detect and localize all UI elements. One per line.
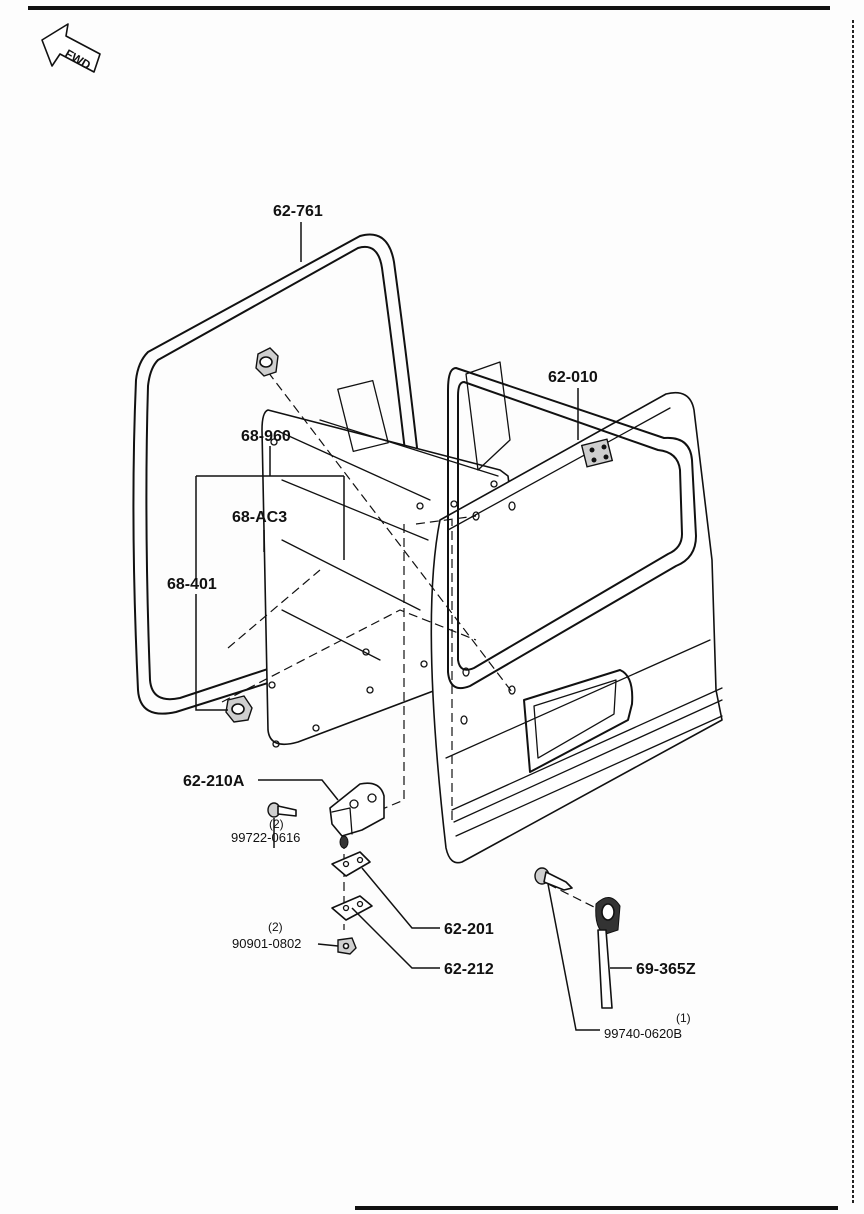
label-door-check: 69-365Z <box>636 961 696 978</box>
hinge-62-210a <box>329 782 385 849</box>
label-hinge: 62-210A <box>183 773 245 790</box>
door-panel-62-010 <box>430 361 723 864</box>
label-shim-upper: 62-201 <box>444 921 494 938</box>
trim-fastener-68-401 <box>225 695 253 723</box>
qty-hinge-nut: (2) <box>268 920 283 934</box>
qty-hinge-bolt: (2) <box>269 817 284 831</box>
hinge-bolt-99722-0616 <box>267 802 297 818</box>
label-trim-board: 68-960 <box>241 428 291 445</box>
trim-clip-68-ac3 <box>255 347 279 377</box>
nut-90901-0802 <box>337 937 357 955</box>
leader-lines <box>195 222 632 1031</box>
label-shim-lower: 62-212 <box>444 961 494 978</box>
shim-62-201 <box>331 851 371 877</box>
label-weatherstrip: 62-761 <box>273 203 323 220</box>
door-check-69-365z <box>595 897 621 1009</box>
label-check-bolt: 99740-0620B <box>604 1026 682 1041</box>
label-hinge-nut: 90901-0802 <box>232 936 301 951</box>
label-hinge-bolt: 99722-0616 <box>231 830 300 845</box>
qty-check-bolt: (1) <box>676 1011 691 1025</box>
label-trim-clip: 68-AC3 <box>232 509 287 526</box>
fwd-arrow-icon: FWD <box>41 23 101 73</box>
label-trim-fastener: 68-401 <box>167 576 217 593</box>
check-bolt-99740-0620b <box>534 867 573 891</box>
label-door-panel: 62-010 <box>548 369 598 386</box>
